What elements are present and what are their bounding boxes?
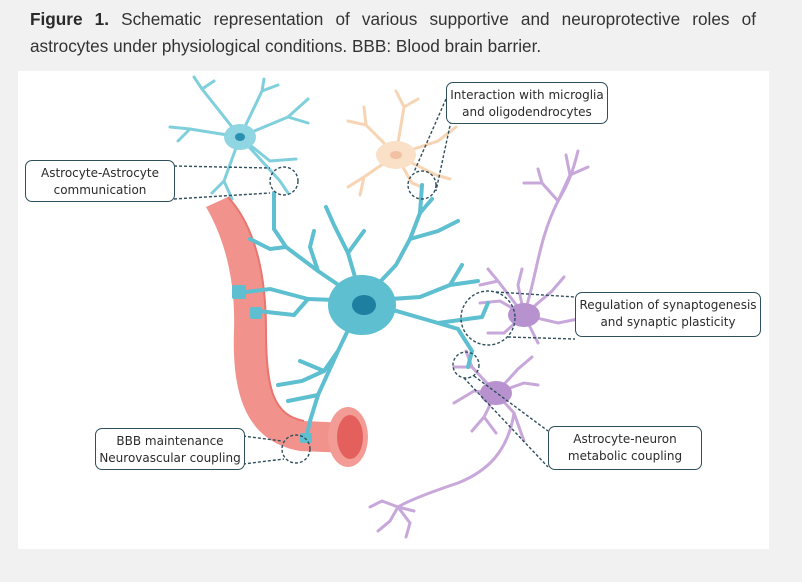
- callout-connectors: [173, 98, 576, 468]
- callout-synaptogenesis-line1: Regulation of synaptogenesis: [579, 298, 757, 312]
- callout-microglia-line2: and oligodendrocytes: [462, 105, 592, 119]
- metabolic-circle: [452, 351, 480, 379]
- callout-bbb: BBB maintenance Neurovascular coupling: [95, 428, 245, 470]
- figure-panel: Astrocyte-Astrocyte communication Intera…: [18, 71, 769, 549]
- blood-vessel: [206, 196, 368, 467]
- callout-astrocyte-astrocyte-line1: Astrocyte-Astrocyte: [41, 166, 159, 180]
- figure-caption: Figure 1. Schematic representation of va…: [30, 6, 756, 60]
- callout-synaptogenesis: Regulation of synaptogenesis and synapti…: [575, 292, 761, 337]
- neuron-lower: [368, 349, 540, 539]
- microglia-cell: [346, 89, 458, 197]
- figure-caption-text: Schematic representation of various supp…: [30, 9, 756, 56]
- callout-metabolic: Astrocyte-neuron metabolic coupling: [548, 426, 702, 470]
- synaptogenesis-circle: [460, 290, 516, 346]
- callout-bbb-line1: BBB maintenance: [116, 434, 224, 448]
- neuron-upper: [478, 149, 590, 345]
- figure-label: Figure 1.: [30, 9, 109, 29]
- callout-metabolic-line2: metabolic coupling: [567, 449, 683, 463]
- callout-astrocyte-astrocyte-line2: communication: [53, 183, 147, 197]
- callout-microglia: Interaction with microglia and oligodend…: [446, 82, 608, 124]
- main-astrocyte: [232, 183, 490, 443]
- callout-astrocyte-astrocyte: Astrocyte-Astrocyte communication: [25, 160, 175, 202]
- astrocyte-diagram: [168, 75, 590, 539]
- callout-bbb-line2: Neurovascular coupling: [99, 451, 241, 465]
- callout-synaptogenesis-line2: and synaptic plasticity: [600, 315, 736, 329]
- astro-astro-circle: [269, 166, 299, 196]
- microglia-circle: [407, 170, 437, 200]
- neighbor-astrocyte: [168, 75, 310, 201]
- callout-metabolic-line1: Astrocyte-neuron: [573, 432, 677, 446]
- bbb-circle: [281, 434, 311, 464]
- callout-microglia-line1: Interaction with microglia: [450, 88, 604, 102]
